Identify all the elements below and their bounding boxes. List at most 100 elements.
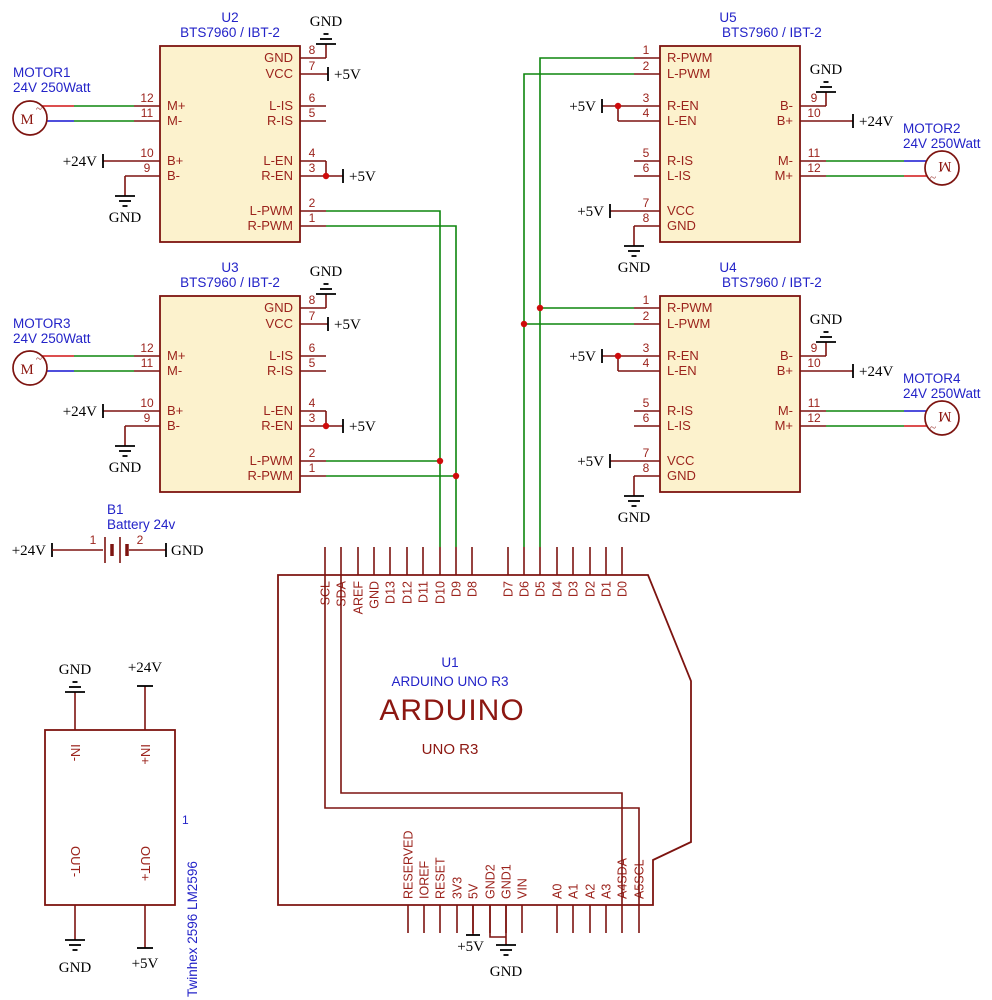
pin-name: L-PWM bbox=[250, 203, 293, 218]
motor-ac-mark: ~ bbox=[36, 353, 42, 365]
motor-letter-group: M ~ bbox=[930, 158, 952, 183]
pin-name: B+ bbox=[167, 403, 183, 418]
pin-name: D3 bbox=[567, 581, 581, 597]
pin-name: VCC bbox=[266, 316, 293, 331]
arduino-u1: U1 ARDUINO UNO R3 ARDUINO UNO R3 SCL SDA… bbox=[277, 547, 692, 980]
pin-number: 1 bbox=[309, 461, 316, 475]
junction-dot bbox=[520, 320, 528, 328]
pin-name: B- bbox=[780, 348, 793, 363]
ground-symbol bbox=[623, 495, 645, 507]
pin-name: B+ bbox=[777, 113, 793, 128]
motor-ac-mark: ~ bbox=[930, 421, 936, 433]
p24-label: +24V bbox=[63, 404, 97, 420]
pin-number: 1 bbox=[643, 43, 650, 57]
motor3-rating: 24V 250Watt bbox=[13, 331, 91, 346]
pin-name: R-PWM bbox=[667, 300, 713, 315]
pin-number: 9 bbox=[811, 91, 818, 105]
battery-desc: Battery 24v bbox=[107, 517, 176, 532]
pin-number: 12 bbox=[807, 161, 821, 175]
u4-part: BTS7960 / IBT-2 bbox=[722, 275, 822, 290]
motor4-ref: MOTOR4 bbox=[903, 371, 961, 386]
pin-number: 6 bbox=[643, 411, 650, 425]
pin-number: 3 bbox=[309, 411, 316, 425]
pin-number: 7 bbox=[643, 446, 650, 460]
pin-name: M- bbox=[167, 363, 182, 378]
regulator-lm2596: GND +24V GND +5V IN- IN+ OUT- OUT+ 1 Twi… bbox=[44, 660, 200, 997]
pin-name: R-IS bbox=[667, 403, 693, 418]
p5-label: +5V bbox=[334, 67, 361, 83]
junction-dot bbox=[322, 172, 330, 180]
pin-name: A0 bbox=[551, 884, 565, 899]
pin-name: D9 bbox=[450, 581, 464, 597]
motor-letter: M bbox=[938, 158, 951, 174]
motor2-rating: 24V 250Watt bbox=[903, 136, 981, 151]
pin-name: D4 bbox=[551, 581, 565, 597]
pin-name: D1 bbox=[600, 581, 614, 597]
pin-number: 2 bbox=[643, 59, 650, 73]
pin-number: 5 bbox=[643, 396, 650, 410]
pin-name: M+ bbox=[167, 348, 185, 363]
u5-part: BTS7960 / IBT-2 bbox=[722, 25, 822, 40]
pin-number: 11 bbox=[808, 146, 821, 160]
motor-ac-mark: ~ bbox=[36, 103, 42, 115]
p5-label: +5V bbox=[577, 454, 604, 470]
pin-name: L-IS bbox=[269, 348, 293, 363]
driver-u2: U2 BTS7960 / IBT-2 8 7 6 5 4 3 2 1 GND V… bbox=[63, 10, 376, 243]
pin-name: OUT+ bbox=[138, 846, 153, 881]
u4-body bbox=[659, 295, 801, 493]
pin-number: 4 bbox=[309, 396, 316, 410]
gnd-label: GND bbox=[810, 312, 843, 328]
pin-name: D8 bbox=[466, 581, 480, 597]
pin-name: M+ bbox=[775, 168, 793, 183]
pin-number: 10 bbox=[140, 146, 154, 160]
regulator-number: 1 bbox=[182, 813, 189, 827]
wire bbox=[489, 905, 506, 938]
pin-name: L-PWM bbox=[250, 453, 293, 468]
pin-name: M- bbox=[778, 403, 793, 418]
gnd-label: GND bbox=[59, 662, 92, 678]
u3-body bbox=[159, 295, 301, 493]
p5-label: +5V bbox=[349, 419, 376, 435]
pin-number: 2 bbox=[643, 309, 650, 323]
driver-u4: U4 BTS7960 / IBT-2 1 2 3 4 5 6 7 8 R-PWM… bbox=[569, 260, 893, 526]
gnd-label: GND bbox=[109, 460, 142, 476]
ground-symbol bbox=[64, 681, 86, 693]
pin-name: B+ bbox=[777, 363, 793, 378]
u2-part: BTS7960 / IBT-2 bbox=[180, 25, 280, 40]
pin-name: D12 bbox=[401, 581, 415, 604]
driver-u5: U5 BTS7960 / IBT-2 1 2 3 4 5 6 7 8 R-PWM… bbox=[569, 10, 893, 276]
p24-label: +24V bbox=[859, 364, 893, 380]
pin-number: 12 bbox=[140, 91, 154, 105]
pin-name: A3 bbox=[600, 884, 614, 899]
pin-name: VCC bbox=[667, 453, 694, 468]
junction-dot bbox=[452, 472, 460, 480]
pin-name: B- bbox=[780, 98, 793, 113]
pin-name: B- bbox=[167, 418, 180, 433]
ground-symbol bbox=[815, 331, 837, 343]
pin-number: 6 bbox=[309, 91, 316, 105]
pin-name: VIN bbox=[516, 878, 530, 899]
arduino-brand: ARDUINO bbox=[379, 694, 524, 727]
motor-letter: M bbox=[20, 362, 33, 378]
p24-label: +24V bbox=[128, 660, 162, 676]
p5-label: +5V bbox=[349, 169, 376, 185]
motor1-ref: MOTOR1 bbox=[13, 65, 71, 80]
arduino-outline bbox=[277, 574, 692, 906]
motor3: MOTOR3 24V 250Watt M ~ bbox=[12, 316, 134, 386]
pin-name: D10 bbox=[434, 581, 448, 604]
pin-name: GND2 bbox=[484, 864, 498, 899]
pin-number: 11 bbox=[141, 106, 154, 120]
motor-symbol bbox=[924, 150, 960, 186]
motor-letter: M bbox=[20, 112, 33, 128]
pin-number: 8 bbox=[309, 293, 316, 307]
gnd-label: GND bbox=[109, 210, 142, 226]
pin-name: IN- bbox=[68, 744, 83, 761]
pin-name: RESERVED bbox=[402, 830, 416, 899]
pin-number: 12 bbox=[807, 411, 821, 425]
pin-name: D0 bbox=[616, 581, 630, 597]
pin-name: R-PWM bbox=[248, 468, 294, 483]
motor-symbol bbox=[12, 100, 48, 136]
pin-name: GND bbox=[667, 468, 696, 483]
